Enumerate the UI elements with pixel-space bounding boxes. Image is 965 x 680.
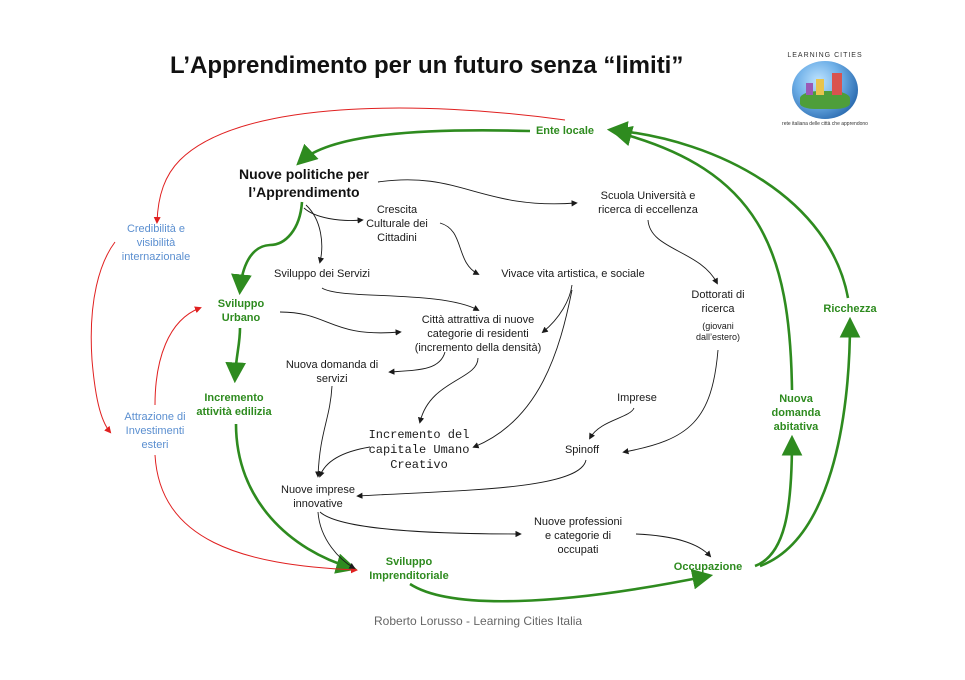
logo-bottom-text: rete italiana delle città che apprendono bbox=[782, 121, 868, 127]
arrow-sviluppoimpr-to-occupazione bbox=[409, 568, 714, 603]
node-capitale-umano: Incremento del capitale Umano Creativo bbox=[368, 428, 470, 472]
arrow-credibilita-to-attrazione bbox=[90, 241, 116, 434]
node-scuola-universita: Scuola Università e ricerca di eccellenz… bbox=[598, 190, 698, 216]
arrow-politiche-to-urbano bbox=[231, 201, 304, 296]
arrow-politiche-to-scuola bbox=[377, 179, 578, 207]
arrow-urbano-to-citta bbox=[279, 311, 402, 336]
arrow-domanda-to-nuoveimprese bbox=[315, 385, 333, 478]
arrow-nuoveimprese-to-professioni bbox=[319, 511, 522, 538]
node-vivace-vita: Vivace vita artistica, e sociale bbox=[501, 268, 645, 280]
node-sviluppo-servizi: Sviluppo dei Servizi bbox=[274, 268, 370, 280]
arrow-citta-to-domanda bbox=[388, 351, 446, 375]
learning-cities-logo: LEARNING CITIES rete italiana delle citt… bbox=[780, 52, 870, 132]
arrow-ente-to-credibilita bbox=[153, 107, 566, 224]
arrow-politiche-to-servizi bbox=[305, 204, 325, 264]
node-giovani-estero: (giovani dall’estero) bbox=[695, 321, 741, 343]
globe-icon bbox=[792, 61, 858, 119]
node-nuova-domanda-servizi: Nuova domanda di servizi bbox=[285, 359, 379, 385]
arrow-edilizia-to-sviluppoimpr bbox=[234, 423, 357, 574]
node-attrazione-investimenti: Attrazione di Investimenti esteri bbox=[124, 411, 186, 451]
arrow-spinoff-to-nuoveimprese bbox=[356, 459, 587, 499]
arrow-imprese-to-spinoff bbox=[589, 407, 635, 440]
arrow-vivace-to-capitale bbox=[472, 289, 573, 449]
node-occupazione: Occupazione bbox=[673, 561, 743, 573]
node-incremento-edilizia: Incremento attività edilizia bbox=[196, 392, 272, 418]
node-citta-attrattiva: Città attrattiva di nuove categorie di r… bbox=[414, 314, 542, 354]
node-nuova-domanda-abitativa: Nuova domanda abitativa bbox=[771, 393, 821, 433]
node-nuove-imprese: Nuove imprese innovative bbox=[281, 484, 355, 510]
node-credibilita: Credibilità e visibilità internazionale bbox=[121, 223, 191, 263]
node-dottorati: Dottorati di ricerca bbox=[691, 289, 745, 315]
node-sviluppo-imprenditoriale: Sviluppo Imprenditoriale bbox=[369, 556, 449, 582]
arrow-scuola-to-dottorati bbox=[647, 219, 718, 285]
node-nuove-politiche: Nuove politiche per l’Apprendimento bbox=[239, 166, 369, 200]
arrow-politiche-to-crescita bbox=[303, 207, 364, 224]
node-imprese: Imprese bbox=[617, 392, 657, 404]
arrow-servizi-to-citta bbox=[321, 287, 480, 311]
arrow-nuoveimprese-to-sviluppoimpr bbox=[317, 511, 356, 569]
arrow-citta-to-capitale bbox=[417, 357, 479, 424]
node-crescita-culturale: Crescita Culturale dei Cittadini bbox=[366, 204, 428, 244]
arrow-occupazione-to-abitativa bbox=[754, 434, 803, 568]
arrow-crescita-to-vivace bbox=[439, 222, 480, 275]
arrow-urbano-to-edilizia bbox=[225, 327, 247, 384]
arrow-professioni-to-occupazione bbox=[635, 533, 712, 558]
arrow-occupazione-to-ricchezza bbox=[759, 316, 861, 568]
arrow-vivace-to-citta bbox=[541, 284, 573, 334]
arrow-attrazione-to-sviluppoimpr bbox=[154, 454, 358, 574]
arrow-abitativa-to-ente bbox=[610, 125, 794, 391]
node-ente-locale: Ente locale bbox=[535, 125, 595, 137]
arrow-ente-to-politiche bbox=[296, 129, 531, 166]
footer-credit: Roberto Lorusso - Learning Cities Italia bbox=[374, 614, 583, 628]
node-ricchezza: Ricchezza bbox=[823, 303, 877, 315]
node-sviluppo-urbano: Sviluppo Urbano bbox=[217, 298, 265, 324]
diagram-title: L’Apprendimento per un futuro senza “lim… bbox=[170, 52, 684, 79]
arrow-capitale-to-nuoveimprese bbox=[318, 446, 371, 478]
node-nuove-professioni: Nuove professioni e categorie di occupat… bbox=[533, 516, 623, 556]
arrow-attrazione-to-urbano bbox=[154, 306, 202, 406]
node-spinoff: Spinoff bbox=[564, 444, 600, 456]
arrow-ricchezza-to-ente bbox=[606, 121, 850, 299]
logo-top-text: LEARNING CITIES bbox=[787, 52, 863, 59]
arrow-dottorati-to-spinoff bbox=[622, 349, 719, 455]
